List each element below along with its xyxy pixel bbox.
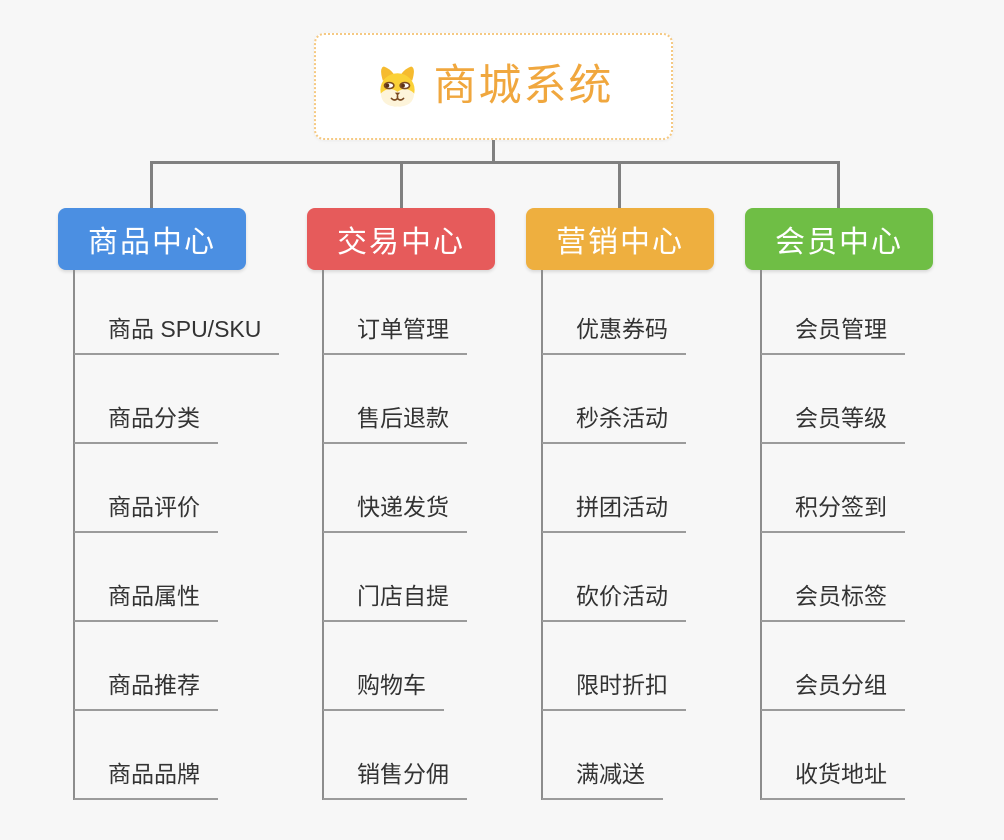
branch-column-member: 会员中心 会员管理 会员等级 积分签到 会员标签 会员分组 收货地址 — [745, 208, 933, 800]
leaf-node[interactable]: 限时折扣 — [542, 666, 686, 711]
connector-branch-stub — [837, 161, 840, 208]
connector-branch-stub — [400, 161, 403, 208]
leaf-node[interactable]: 会员标签 — [761, 577, 905, 622]
root-node-mall-system[interactable]: 商城系统 — [314, 33, 673, 140]
leaf-node[interactable]: 满减送 — [542, 755, 663, 800]
leaf-node[interactable]: 会员分组 — [761, 666, 905, 711]
connector-branch-stub — [618, 161, 621, 208]
leaf-node[interactable]: 会员管理 — [761, 310, 905, 355]
leaf-node[interactable]: 商品推荐 — [74, 666, 218, 711]
branch-leaves: 会员管理 会员等级 积分签到 会员标签 会员分组 收货地址 — [745, 270, 1004, 800]
leaf-node[interactable]: 门店自提 — [323, 577, 467, 622]
branch-node-product-center[interactable]: 商品中心 — [58, 208, 246, 270]
leaf-node[interactable]: 订单管理 — [323, 310, 467, 355]
branch-node-trade-center[interactable]: 交易中心 — [307, 208, 495, 270]
leaf-node[interactable]: 优惠券码 — [542, 310, 686, 355]
root-title: 商城系统 — [433, 62, 614, 110]
leaf-node[interactable]: 商品 SPU/SKU — [74, 310, 280, 355]
shiba-dog-icon — [379, 66, 415, 107]
leaf-node[interactable]: 销售分佣 — [323, 755, 467, 800]
branch-leaves: 优惠券码 秒杀活动 拼团活动 砍价活动 限时折扣 满减送 — [526, 270, 786, 800]
connector-branch-stub — [150, 161, 153, 208]
leaf-node[interactable]: 会员等级 — [761, 399, 905, 444]
connector-cross-bar — [150, 161, 840, 164]
leaf-node[interactable]: 商品分类 — [74, 399, 218, 444]
branch-child-line — [322, 270, 324, 800]
branch-column-product: 商品中心 商品 SPU/SKU 商品分类 商品评价 商品属性 商品推荐 商品品牌 — [58, 208, 280, 800]
leaf-node[interactable]: 拼团活动 — [542, 488, 686, 533]
leaf-node[interactable]: 收货地址 — [761, 755, 905, 800]
branch-column-marketing: 营销中心 优惠券码 秒杀活动 拼团活动 砍价活动 限时折扣 满减送 — [526, 208, 714, 800]
branch-column-trade: 交易中心 订单管理 售后退款 快递发货 门店自提 购物车 销售分佣 — [307, 208, 495, 800]
leaf-node[interactable]: 商品属性 — [74, 577, 218, 622]
connector-root-stub — [492, 140, 495, 163]
leaf-node[interactable]: 砍价活动 — [542, 577, 686, 622]
leaf-node[interactable]: 积分签到 — [761, 488, 905, 533]
leaf-node[interactable]: 商品品牌 — [74, 755, 218, 800]
leaf-node[interactable]: 秒杀活动 — [542, 399, 686, 444]
leaf-node[interactable]: 商品评价 — [74, 488, 218, 533]
branch-child-line — [760, 270, 762, 800]
leaf-node[interactable]: 购物车 — [323, 666, 444, 711]
leaf-node[interactable]: 快递发货 — [323, 488, 467, 533]
branch-leaves: 订单管理 售后退款 快递发货 门店自提 购物车 销售分佣 — [307, 270, 567, 800]
branch-child-line — [73, 270, 75, 800]
branch-leaves: 商品 SPU/SKU 商品分类 商品评价 商品属性 商品推荐 商品品牌 — [58, 270, 318, 800]
branch-child-line — [541, 270, 543, 800]
leaf-node[interactable]: 售后退款 — [323, 399, 467, 444]
branch-node-member-center[interactable]: 会员中心 — [745, 208, 933, 270]
branch-node-marketing-center[interactable]: 营销中心 — [526, 208, 714, 270]
